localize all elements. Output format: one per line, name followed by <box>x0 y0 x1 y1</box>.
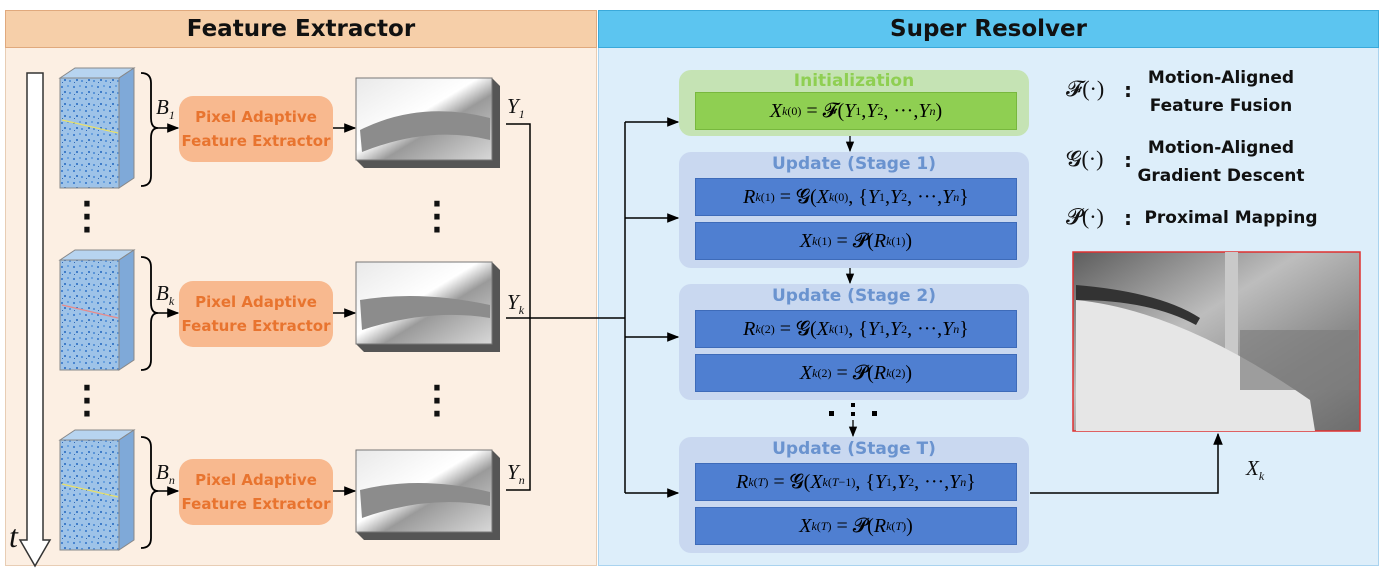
stage-ellipsis-dots <box>829 403 877 416</box>
block-ellipsis-1: ··· <box>81 187 93 248</box>
stage-1-title: Update (Stage 1) <box>771 154 936 174</box>
pixel-adaptive-feature-extractor-n: Pixel Adaptive Feature Extractor <box>179 459 333 525</box>
legend-colon: : <box>1124 148 1132 172</box>
block-label-bk: Bk <box>156 281 175 309</box>
initialization-title: Initialization <box>793 71 915 91</box>
event-block-1 <box>58 67 136 189</box>
time-axis-label: t <box>9 518 18 554</box>
legend-item-proximal: 𝓟(·) : Proximal Mapping <box>1062 204 1372 248</box>
feature-label-y1: Y1 <box>507 94 525 122</box>
output-label-xk: Xk <box>1246 456 1265 484</box>
legend-colon: : <box>1124 206 1132 230</box>
time-axis-arrow <box>18 72 52 568</box>
brace-n <box>140 436 159 549</box>
proximal-symbol: 𝓟(·) <box>1066 204 1104 229</box>
stage-t-title: Update (Stage T) <box>772 439 936 459</box>
event-block-n <box>58 429 136 551</box>
module-line2: Feature Extractor <box>181 317 331 335</box>
module-line1: Pixel Adaptive <box>195 293 317 311</box>
module-line1: Pixel Adaptive <box>195 471 317 489</box>
block-label-b1: B1 <box>156 95 175 123</box>
module-line1: Pixel Adaptive <box>195 108 317 126</box>
module-line2: Feature Extractor <box>181 132 331 150</box>
feature-frame-n <box>355 449 500 540</box>
block-ellipsis-2: ··· <box>81 371 93 432</box>
legend-colon: : <box>1124 78 1132 102</box>
frame-ellipsis-1: ··· <box>431 187 443 248</box>
module-line2: Feature Extractor <box>181 495 331 513</box>
super-resolver-title: Super Resolver <box>598 10 1379 48</box>
feature-label-yk: Yk <box>507 290 525 318</box>
pixel-adaptive-feature-extractor-1: Pixel Adaptive Feature Extractor <box>179 96 333 162</box>
frame-ellipsis-2: ··· <box>431 371 443 432</box>
stage-2-title: Update (Stage 2) <box>771 286 936 306</box>
feature-frame-k <box>355 261 500 352</box>
feature-frame-1 <box>355 77 500 168</box>
output-image <box>1072 251 1361 432</box>
pixel-adaptive-feature-extractor-k: Pixel Adaptive Feature Extractor <box>179 281 333 347</box>
fusion-symbol: 𝓕(·) <box>1066 76 1105 101</box>
feature-label-yn: Yn <box>507 460 525 488</box>
feature-extractor-title: Feature Extractor <box>5 10 597 48</box>
proximal-description: Proximal Mapping <box>1144 208 1318 228</box>
block-label-bn: Bn <box>156 460 175 488</box>
gradient-symbol: 𝓖(·) <box>1066 146 1104 171</box>
event-block-k <box>58 249 136 371</box>
brace-1 <box>140 72 159 187</box>
brace-k <box>140 256 159 371</box>
